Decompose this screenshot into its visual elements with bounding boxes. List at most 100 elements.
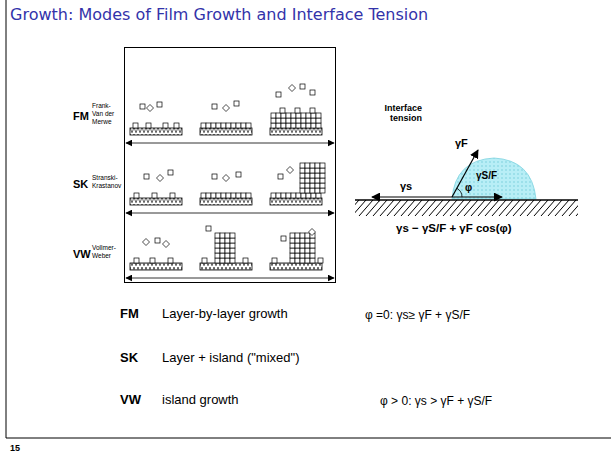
atom [315, 188, 320, 193]
atom [212, 104, 217, 109]
atom [231, 193, 236, 198]
atom [311, 193, 316, 198]
atom [276, 113, 281, 118]
atom [318, 258, 323, 263]
atom [310, 248, 315, 253]
figure-heading: Interface tension [372, 103, 422, 124]
hatch-line [576, 200, 578, 216]
mode-name: Stranski- Krastanov [92, 174, 123, 190]
atom [295, 233, 300, 238]
atom [225, 243, 230, 248]
atom [147, 105, 154, 112]
equation: γs − γS/F + γF cos(φ) [396, 222, 512, 235]
atom [155, 238, 160, 243]
atom [310, 243, 315, 248]
substrate [130, 263, 182, 270]
atom [290, 233, 295, 238]
atom [311, 123, 316, 128]
atom [215, 253, 220, 258]
atom [133, 123, 138, 128]
atom [295, 108, 300, 113]
atom [316, 113, 321, 118]
substrate [200, 128, 252, 135]
atom [225, 238, 230, 243]
droplet [452, 158, 536, 199]
atom [290, 238, 295, 243]
atom [206, 193, 211, 198]
atom [300, 183, 305, 188]
atom [225, 233, 230, 238]
atom [271, 123, 276, 128]
atom [310, 188, 315, 193]
atom [202, 258, 207, 263]
atom [316, 193, 321, 198]
frame-line [6, 0, 7, 438]
atom [301, 118, 306, 123]
hatch-line [562, 200, 576, 216]
atom [276, 118, 281, 123]
atom [310, 238, 315, 243]
condition: φ =0: γs≥ γF + γS/F [365, 309, 470, 323]
atom [290, 253, 295, 258]
atom [276, 193, 281, 198]
atom [320, 183, 325, 188]
substrate [270, 128, 322, 135]
atom [216, 193, 221, 198]
atom [306, 193, 311, 198]
hatch-line [478, 200, 492, 216]
mode-name: Vollmer- Weber [92, 244, 123, 260]
atom [300, 178, 305, 183]
atom [320, 188, 325, 193]
atom [290, 258, 295, 263]
slide-title: Growth: Modes of Film Growth and Interfa… [10, 6, 428, 24]
atom [310, 168, 315, 173]
atom [281, 236, 286, 241]
atom [296, 118, 301, 123]
atom [320, 163, 325, 168]
atom [220, 248, 225, 253]
atom [170, 193, 175, 198]
atom [216, 123, 221, 128]
atom [310, 173, 315, 178]
atom [300, 258, 305, 263]
atom [301, 123, 306, 128]
mode-abbreviation: SK [73, 178, 88, 191]
atom [305, 258, 310, 263]
atom [278, 174, 283, 179]
atom [296, 113, 301, 118]
atom [230, 243, 235, 248]
atom [134, 258, 139, 263]
atom [310, 90, 315, 95]
atom [291, 118, 296, 123]
hatch-line [422, 200, 436, 216]
atom [230, 238, 235, 243]
atom [220, 233, 225, 238]
atom [226, 123, 231, 128]
atom [310, 183, 315, 188]
atom [281, 113, 286, 118]
atom [168, 258, 173, 263]
atom [310, 178, 315, 183]
atom [236, 193, 241, 198]
atom [157, 102, 162, 107]
mode-abbreviation: VW [120, 393, 141, 408]
time-arrow [126, 213, 334, 214]
atom [289, 85, 296, 92]
atom [230, 233, 235, 238]
atom [295, 238, 300, 243]
atom [310, 253, 315, 258]
atom [201, 193, 206, 198]
mode-description: Layer + island ("mixed") [162, 351, 299, 366]
atom [305, 178, 310, 183]
atom [305, 168, 310, 173]
substrate [130, 128, 182, 135]
atom [215, 248, 220, 253]
atom [243, 258, 248, 263]
atom [211, 123, 216, 128]
atom [174, 123, 179, 128]
atom [212, 174, 217, 179]
atom [134, 193, 139, 198]
substrate [200, 198, 252, 205]
atom [300, 243, 305, 248]
atom [206, 226, 211, 231]
